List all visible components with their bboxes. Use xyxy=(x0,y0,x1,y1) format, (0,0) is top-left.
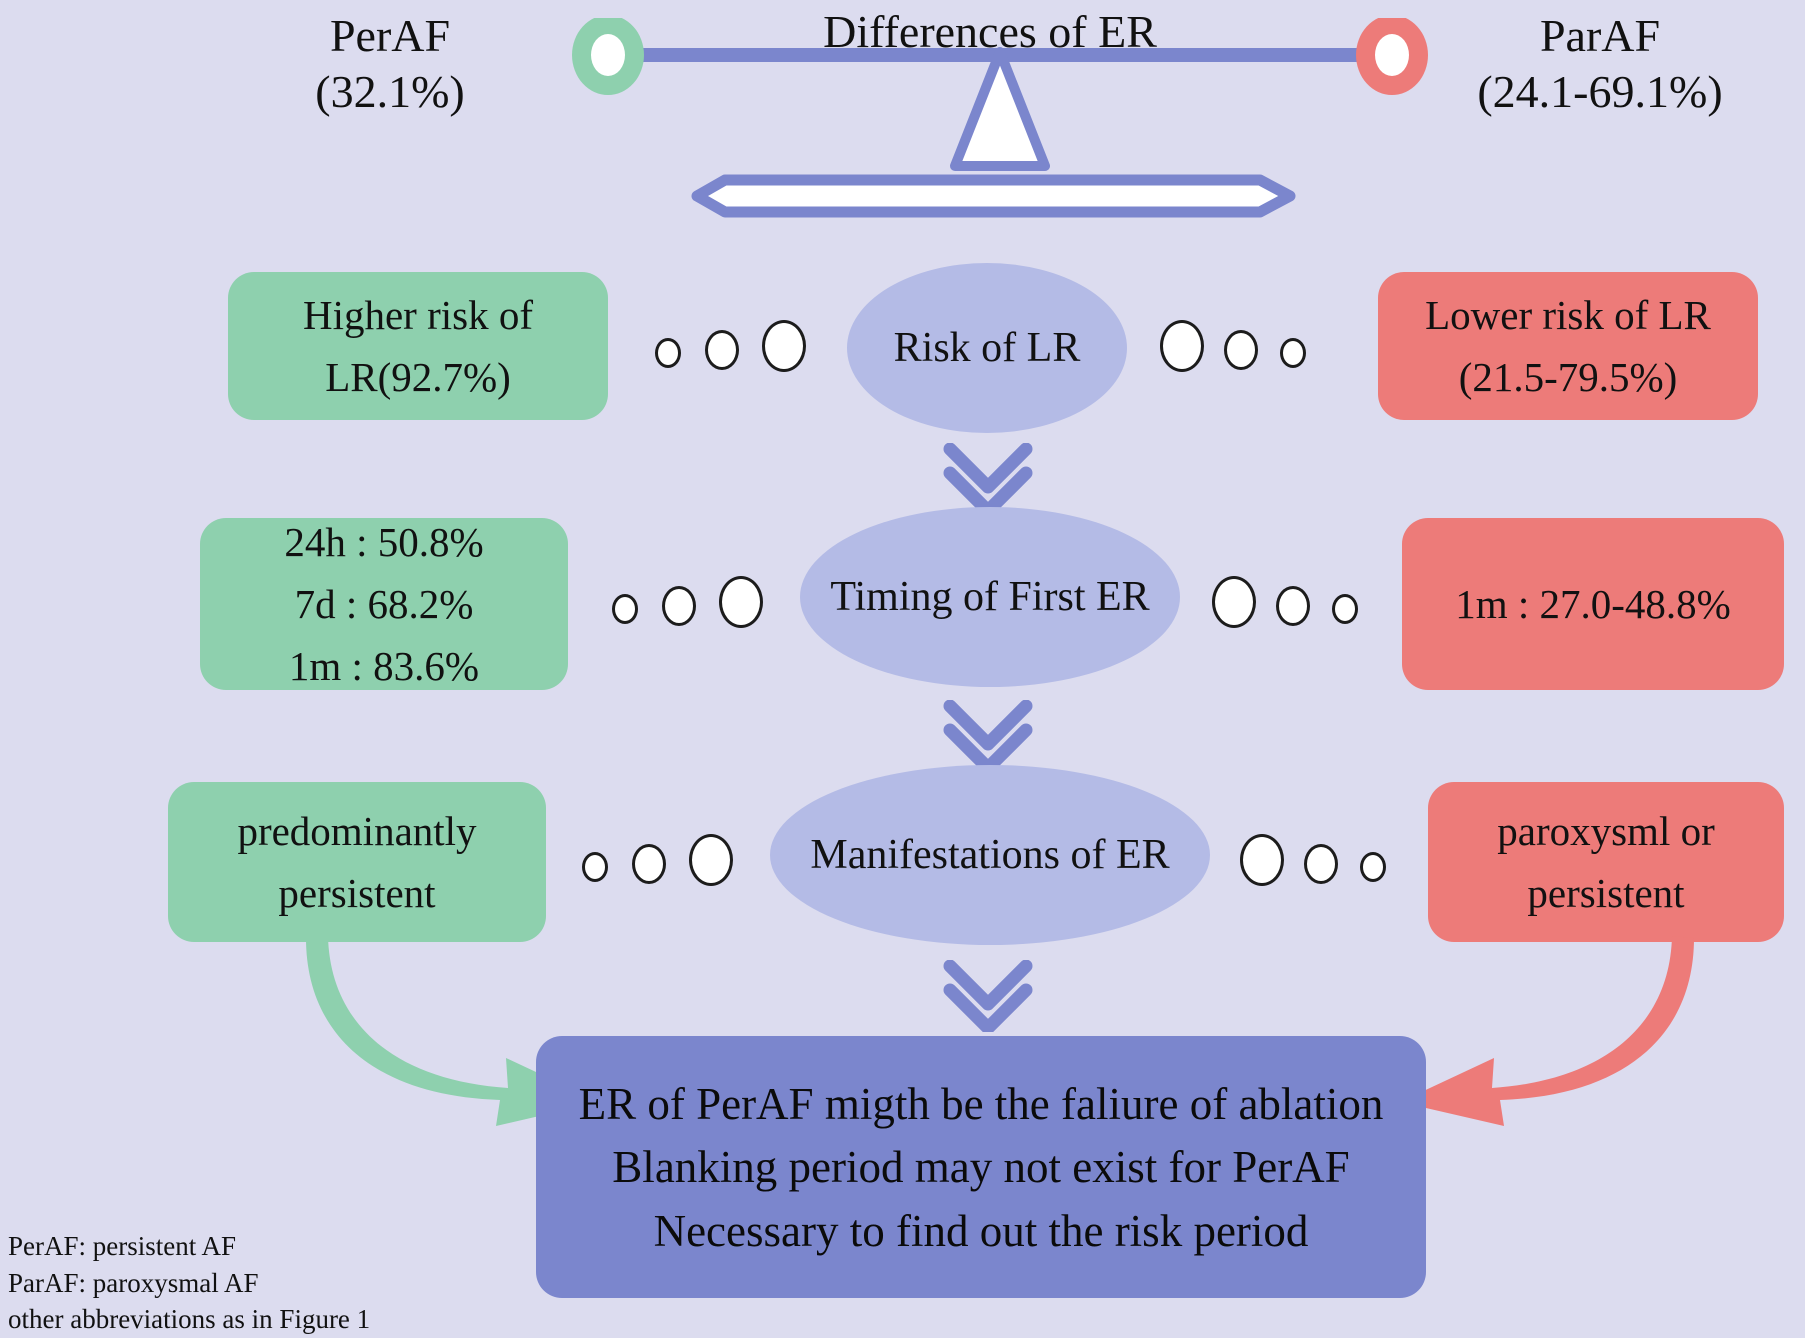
connector-dot xyxy=(1276,586,1310,626)
header-right-group-name: ParAF xyxy=(1539,10,1661,61)
connector-dot xyxy=(1240,834,1284,886)
conclusion-line-3: Necessary to find out the risk period xyxy=(653,1205,1309,1256)
row-2-center-node: Manifestations of ER xyxy=(770,765,1210,945)
connector-dot xyxy=(612,594,638,624)
balance-scale-icon xyxy=(560,18,1440,218)
right-curved-arrow-icon xyxy=(1380,930,1700,1135)
left-curved-arrow-icon xyxy=(300,930,620,1135)
connector-dot xyxy=(1160,320,1204,372)
conclusion-line-2: Blanking period may not exist for PerAF xyxy=(612,1142,1350,1192)
connector-dot xyxy=(1212,576,1256,628)
connector-dot xyxy=(689,834,733,886)
row-2-right-line1: paroxysml or xyxy=(1497,807,1715,854)
footnote-line-1: PerAF: persistent AF xyxy=(8,1231,237,1261)
row-2-right-line2: persistent xyxy=(1527,870,1685,916)
connector-dot xyxy=(719,576,763,628)
connector-dot xyxy=(655,338,681,368)
connector-dot xyxy=(1332,594,1358,624)
header-left-group-value: (32.1%) xyxy=(315,66,465,118)
row-0-left-box: Higher risk of LR(92.7%) xyxy=(228,272,608,420)
header-right-group-value: (24.1-69.1%) xyxy=(1477,66,1723,118)
row-1-right-box: 1m : 27.0-48.8% xyxy=(1402,518,1784,690)
conclusion-box: ER of PerAF migth be the faliure of abla… xyxy=(536,1036,1426,1298)
row-1-left-line2: 7d : 68.2% xyxy=(294,580,474,627)
row-1-left-line3: 1m : 83.6% xyxy=(288,643,480,690)
chevron-down-icon xyxy=(938,959,1038,1037)
connector-dot xyxy=(705,330,739,370)
row-1-right-line1: 1m : 27.0-48.8% xyxy=(1455,580,1731,627)
header-right-group: ParAF (24.1-69.1%) xyxy=(1420,8,1780,120)
header-left-group: PerAF (32.1%) xyxy=(225,8,555,120)
connector-dot xyxy=(762,320,806,372)
row-0-right-line1: Lower risk of LR xyxy=(1425,291,1711,338)
row-0-right-line2: (21.5-79.5%) xyxy=(1458,354,1678,400)
row-0-right-box: Lower risk of LR (21.5-79.5%) xyxy=(1378,272,1758,420)
footnote-legend: PerAF: persistent AF ParAF: paroxysmal A… xyxy=(8,1228,370,1338)
connector-dot xyxy=(1360,852,1386,882)
footnote-line-2: ParAF: paroxysmal AF xyxy=(8,1267,259,1298)
row-1-left-line1: 24h : 50.8% xyxy=(284,518,484,565)
connector-dot xyxy=(1280,338,1306,368)
conclusion-line-1: ER of PerAF migth be the faliure of abla… xyxy=(578,1078,1384,1129)
row-1-left-box: 24h : 50.8% 7d : 68.2% 1m : 83.6% xyxy=(200,518,568,690)
row-2-left-line1: predominantly xyxy=(237,807,477,854)
row-0-left-line2: LR(92.7%) xyxy=(325,354,511,400)
footnote-line-3: other abbreviations as in Figure 1 xyxy=(8,1304,371,1335)
row-0-left-line1: Higher risk of xyxy=(302,291,533,338)
connector-dot xyxy=(632,844,666,884)
header-left-group-name: PerAF xyxy=(329,10,451,61)
connector-dot xyxy=(662,586,696,626)
row-2-right-box: paroxysml or persistent xyxy=(1428,782,1784,942)
row-1-center-node: Timing of First ER xyxy=(800,507,1180,687)
row-2-left-box: predominantly persistent xyxy=(168,782,546,942)
row-2-left-line2: persistent xyxy=(278,870,436,916)
connector-dot xyxy=(582,852,608,882)
row-0-center-node: Risk of LR xyxy=(847,263,1127,433)
connector-dot xyxy=(1304,844,1338,884)
connector-dot xyxy=(1224,330,1258,370)
